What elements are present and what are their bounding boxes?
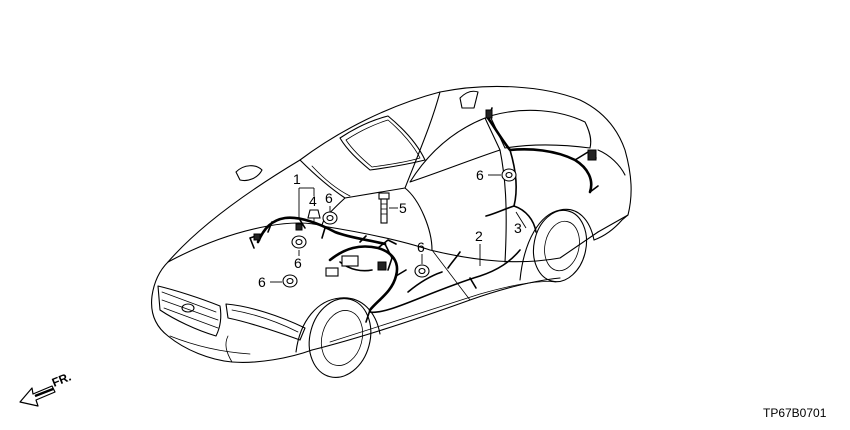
leader-lines bbox=[270, 174, 527, 283]
part-6-grommet-lower bbox=[282, 274, 298, 288]
part-6-grommet-floor bbox=[414, 264, 430, 278]
part-6-grommet-mid bbox=[291, 235, 307, 249]
dashboard-harness bbox=[325, 235, 407, 323]
callout-4: 4 bbox=[309, 193, 317, 209]
callout-labels: 1 2 3 4 5 6 6 6 6 6 bbox=[258, 167, 522, 290]
callout-6-rear: 6 bbox=[476, 167, 484, 183]
callout-6-floor: 6 bbox=[417, 239, 425, 255]
part-6-grommet-upper bbox=[322, 211, 338, 225]
callout-6-mid: 6 bbox=[294, 255, 302, 271]
callout-5: 5 bbox=[399, 200, 407, 216]
part-5-bolt bbox=[378, 192, 390, 224]
callout-6-lower: 6 bbox=[258, 274, 266, 290]
front-direction-indicator: FR. bbox=[19, 370, 73, 407]
floor-harness bbox=[369, 249, 521, 314]
part-6-grommet-rear bbox=[501, 168, 517, 182]
roof-rear-harness bbox=[485, 107, 599, 233]
callout-2: 2 bbox=[475, 228, 483, 244]
callout-6-upper: 6 bbox=[325, 190, 333, 206]
diagram-code: TP67B0701 bbox=[763, 406, 827, 420]
part-4-clip bbox=[307, 209, 321, 225]
engine-room-harness bbox=[249, 216, 393, 271]
car-body-outline bbox=[151, 85, 632, 378]
callout-1: 1 bbox=[293, 171, 301, 187]
front-direction-label: FR. bbox=[50, 370, 73, 390]
callout-3: 3 bbox=[514, 220, 522, 236]
